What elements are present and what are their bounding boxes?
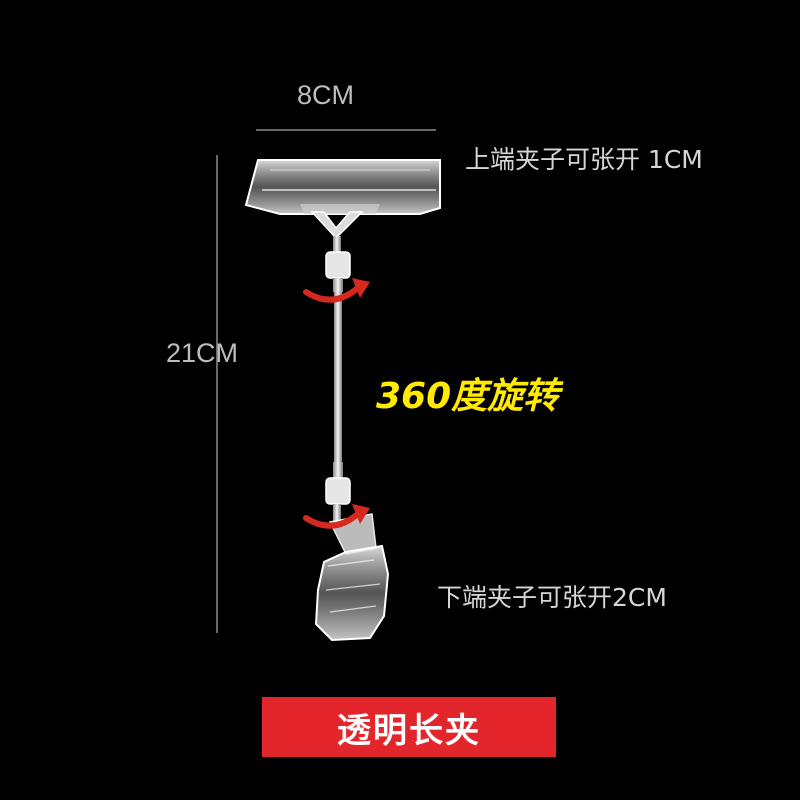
rod-assembly xyxy=(325,236,351,526)
height-label: 21CM xyxy=(166,338,239,368)
product-banner: 透明长夹 xyxy=(262,697,556,757)
bottom-clip xyxy=(314,513,390,642)
bottom-clip-note: 下端夹子可张开2CM xyxy=(437,583,667,612)
top-clip xyxy=(244,159,441,240)
rotation-label: 360度旋转 xyxy=(376,376,560,417)
rotation-arrow-icon-top xyxy=(303,278,370,303)
top-clip-note: 上端夹子可张开 1CM xyxy=(465,145,703,174)
rotation-arrow-icon-bottom xyxy=(303,504,370,529)
banner-label: 透明长夹 xyxy=(337,710,481,751)
width-label: 8CM xyxy=(297,80,355,110)
